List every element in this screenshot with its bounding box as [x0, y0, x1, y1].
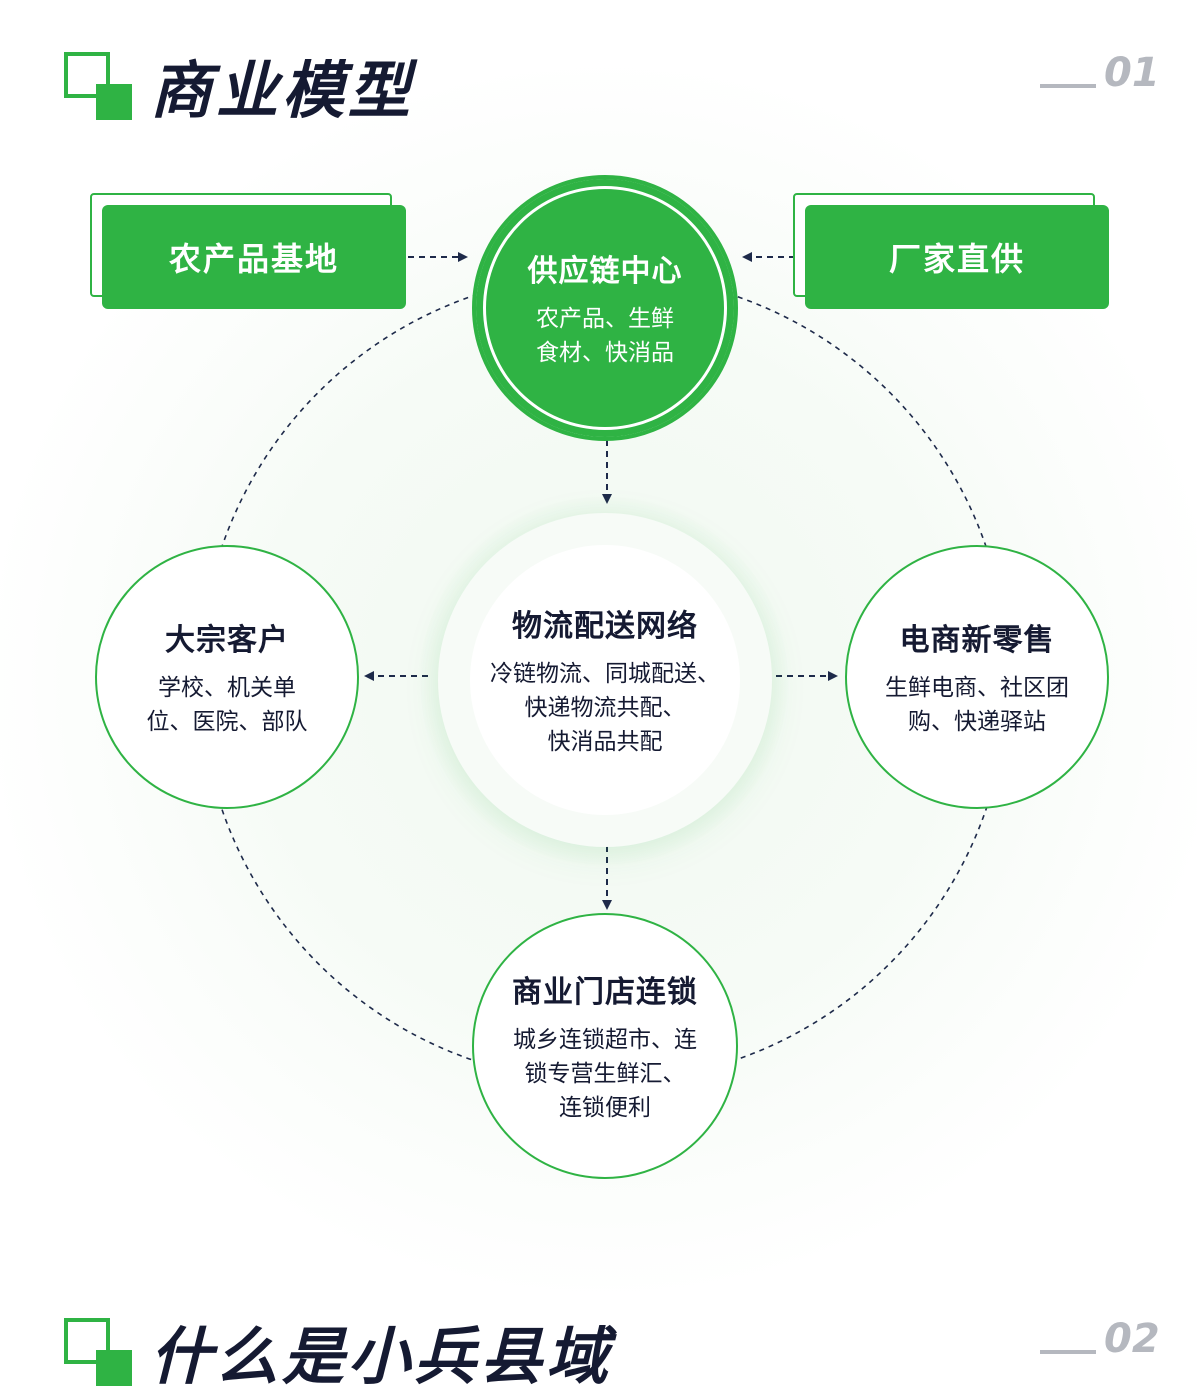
node-bulk-line: 位、医院、部队 [146, 709, 308, 735]
node-retail-line: 生鲜电商、社区团 [885, 675, 1069, 701]
node-supply-line: 农产品、生鲜 [536, 306, 674, 332]
source-box-factory: 厂家直供 [793, 193, 1109, 309]
node-supply-line: 食材、快消品 [536, 340, 674, 366]
node-bulk-customers: 大宗客户 学校、机关单 位、医院、部队 [95, 545, 359, 809]
node-bulk-line: 学校、机关单 [158, 675, 296, 701]
section-title: 什么是小兵县域 [150, 1320, 613, 1393]
node-logistics-line: 冷链物流、同城配送、 [490, 661, 720, 687]
source-box-factory-label: 厂家直供 [805, 205, 1109, 309]
node-store-line: 锁专营生鲜汇、 [524, 1061, 686, 1087]
node-supply-title: 供应链中心 [527, 254, 683, 289]
node-retail-title: 电商新零售 [899, 623, 1055, 658]
section-logo-icon [64, 1318, 132, 1386]
node-store-line: 城乡连锁超市、连 [513, 1027, 697, 1053]
node-store-line: 连锁便利 [559, 1095, 651, 1121]
section-logo-icon [64, 52, 132, 120]
section-number-line [1040, 84, 1096, 88]
source-box-farm: 农产品基地 [90, 193, 406, 309]
node-store-chain: 商业门店连锁 城乡连锁超市、连 锁专营生鲜汇、 连锁便利 [472, 913, 738, 1179]
section-header-1: 商业模型 01 [0, 40, 1197, 130]
section-number: 01 [1104, 50, 1160, 96]
section-number: 02 [1104, 1316, 1160, 1362]
node-retail-line: 购、快递驿站 [908, 709, 1046, 735]
source-box-farm-label: 农产品基地 [102, 205, 406, 309]
node-bulk-title: 大宗客户 [165, 623, 289, 658]
node-logistics-title: 物流配送网络 [512, 609, 698, 644]
node-supply-center: 供应链中心 农产品、生鲜 食材、快消品 [472, 175, 738, 441]
node-logistics-network: 物流配送网络 冷链物流、同城配送、 快递物流共配、 快消品共配 [470, 545, 740, 815]
node-ecommerce-retail: 电商新零售 生鲜电商、社区团 购、快递驿站 [845, 545, 1109, 809]
node-store-title: 商业门店连锁 [512, 975, 698, 1010]
node-logistics-line: 快递物流共配、 [524, 695, 686, 721]
section-title: 商业模型 [150, 54, 415, 127]
section-header-2: 什么是小兵县域 02 [0, 1306, 1197, 1396]
section-number-line [1040, 1350, 1096, 1354]
node-logistics-line: 快消品共配 [547, 729, 663, 755]
